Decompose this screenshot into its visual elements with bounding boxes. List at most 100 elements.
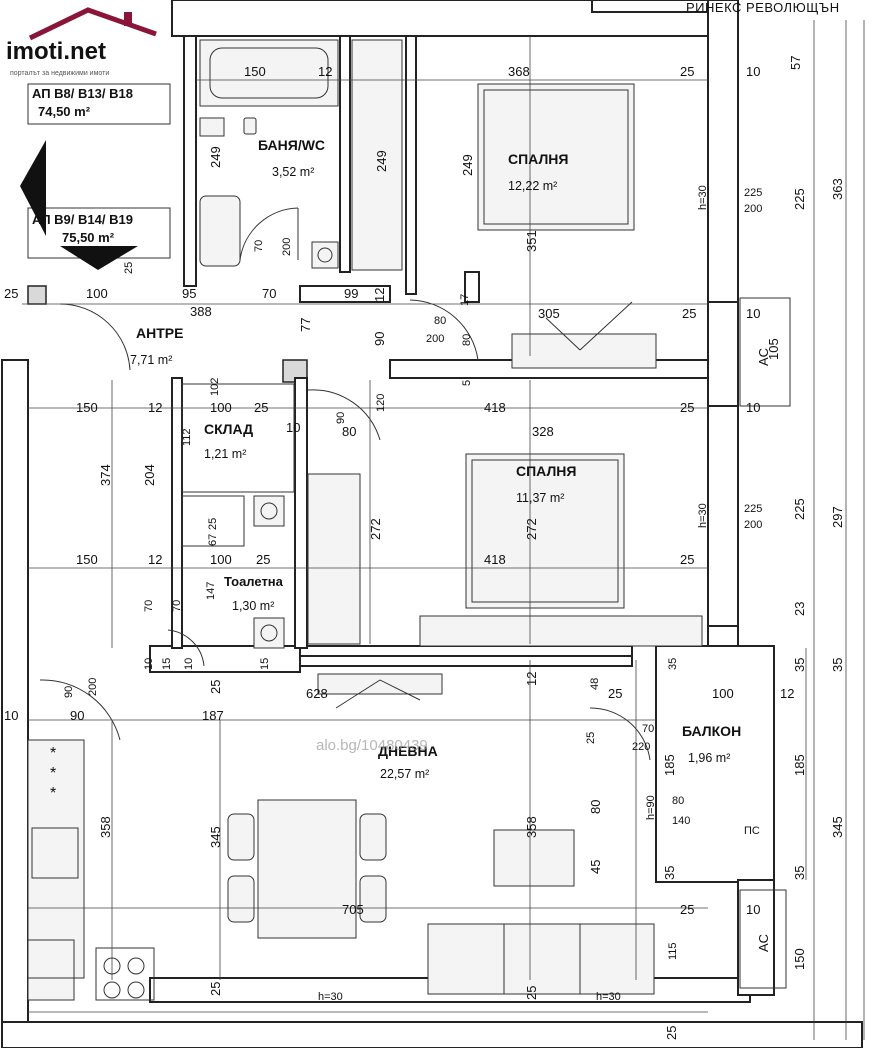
dining-table bbox=[257, 799, 357, 939]
storage-toilet-fixtures bbox=[181, 383, 295, 649]
apartment-plates bbox=[20, 83, 171, 270]
ac-label: AC bbox=[756, 348, 771, 366]
tv-unit bbox=[317, 673, 443, 695]
room-name-bedroom-2: СПАЛНЯ bbox=[516, 463, 576, 479]
room-name-bathroom: БАНЯ/WC bbox=[258, 137, 325, 153]
dim-label: 25 bbox=[4, 286, 18, 301]
sink bbox=[31, 827, 79, 879]
dim-label: 25 bbox=[208, 680, 223, 694]
height-note: h=30 bbox=[697, 185, 709, 210]
dim-label: 200 bbox=[744, 203, 762, 215]
room-name-storage: СКЛАД bbox=[204, 421, 253, 437]
dim-label: 105 bbox=[766, 338, 781, 360]
room-area-toilet: 1,30 m² bbox=[232, 599, 274, 613]
walls bbox=[1, 0, 863, 1048]
dim-label: 12 bbox=[148, 400, 162, 415]
dim-label: 35 bbox=[792, 658, 807, 672]
height-note: h=30 bbox=[697, 503, 709, 528]
dim-label: 25 bbox=[664, 1026, 679, 1040]
dim-label: 25 bbox=[680, 902, 694, 917]
dim-label: 225 bbox=[792, 498, 807, 520]
dimension-lines bbox=[22, 20, 865, 1040]
dim-label: 225 bbox=[744, 187, 762, 199]
dim-label: 25 bbox=[123, 262, 135, 274]
dim-label: 363 bbox=[830, 178, 845, 200]
balcony-door-swing bbox=[589, 707, 651, 761]
dim-label: 80 bbox=[342, 424, 356, 439]
washbasin bbox=[199, 195, 241, 267]
dim-label: 35 bbox=[830, 658, 845, 672]
imoti-logo bbox=[6, 4, 176, 82]
dim-label: 25 bbox=[207, 518, 219, 530]
dim-label: 25 bbox=[524, 986, 539, 1000]
dim-label: 200 bbox=[87, 678, 99, 696]
watermark: alo.bg/10480439 bbox=[316, 737, 428, 754]
dim-label: 272 bbox=[368, 518, 383, 540]
room-name-hall: АНТРЕ bbox=[136, 325, 183, 341]
dim-label: 10 bbox=[746, 64, 760, 79]
dim-label: 10 bbox=[143, 658, 155, 670]
dim-label: 25 bbox=[608, 686, 622, 701]
dim-label: 35 bbox=[792, 866, 807, 880]
height-note: h=30 bbox=[318, 991, 343, 1003]
dim-label: 15 bbox=[161, 658, 173, 670]
dim-label: 17 bbox=[459, 294, 471, 306]
dim-label: 120 bbox=[375, 394, 387, 412]
height-note: h=30 bbox=[596, 991, 621, 1003]
arrow-left-icon bbox=[20, 140, 46, 236]
dim-label: 249 bbox=[208, 146, 223, 168]
dim-label: 99 bbox=[344, 286, 358, 301]
hob-marks: * * * bbox=[50, 745, 56, 802]
room-area-bedroom-1: 12,22 m² bbox=[508, 179, 557, 193]
wardrobe-2 bbox=[307, 473, 361, 645]
wardrobe-1b bbox=[351, 39, 403, 271]
bath-left-wall bbox=[183, 35, 197, 287]
dim-label: 10 bbox=[4, 708, 18, 723]
dim-label: 297 bbox=[830, 506, 845, 528]
left-wall bbox=[1, 359, 29, 1041]
kitchen-fixtures bbox=[27, 739, 155, 1001]
dim-label: 249 bbox=[460, 154, 475, 176]
dim-label: 374 bbox=[98, 464, 113, 486]
dim-label: 140 bbox=[672, 815, 690, 827]
dim-label: 10 bbox=[183, 658, 195, 670]
apt-label-2-title: АП В9/ В14/ В19 bbox=[32, 212, 133, 227]
svg-text:*: * bbox=[50, 765, 56, 782]
dim-label: 100 bbox=[210, 400, 232, 415]
ac-label: AC bbox=[756, 934, 771, 952]
dim-label: 10 bbox=[746, 400, 760, 415]
doors bbox=[39, 207, 651, 761]
dim-label: 418 bbox=[484, 400, 506, 415]
dim-label: 90 bbox=[63, 686, 75, 698]
wc-pan bbox=[253, 617, 285, 649]
dim-label: 90 bbox=[335, 412, 347, 424]
labels: АП В8/ В13/ В18 74,50 m² АП В9/ В14/ В19… bbox=[4, 56, 845, 1040]
dim-label: 25 bbox=[208, 982, 223, 996]
dim-label: 70 bbox=[171, 600, 183, 612]
dim-label: 100 bbox=[86, 286, 108, 301]
dim-label: 112 bbox=[181, 428, 193, 446]
dim-label: 358 bbox=[524, 816, 539, 838]
dim-label: 388 bbox=[190, 304, 212, 319]
right-wall-upper bbox=[707, 0, 739, 303]
room-area-bedroom-2: 11,37 m² bbox=[516, 491, 564, 505]
dim-label: 70 bbox=[253, 240, 265, 252]
dim-label: 70 bbox=[143, 600, 155, 612]
room-area-balcony: 1,96 m² bbox=[688, 751, 730, 765]
dim-label: 185 bbox=[662, 754, 677, 776]
dim-label: 25 bbox=[680, 400, 694, 415]
dim-label: 102 bbox=[209, 378, 221, 396]
dim-label: 368 bbox=[508, 64, 530, 79]
logo-name: imoti.net bbox=[6, 38, 106, 65]
dim-label: 351 bbox=[524, 230, 539, 252]
dim-label: 200 bbox=[281, 238, 293, 256]
dim-label: 35 bbox=[667, 658, 679, 670]
dim-label: 705 bbox=[342, 902, 364, 917]
dim-label: 204 bbox=[142, 464, 157, 486]
bathroom-fixtures bbox=[199, 39, 339, 269]
dim-label: 150 bbox=[76, 400, 98, 415]
dim-label: 225 bbox=[744, 503, 762, 515]
svg-text:*: * bbox=[50, 745, 56, 762]
